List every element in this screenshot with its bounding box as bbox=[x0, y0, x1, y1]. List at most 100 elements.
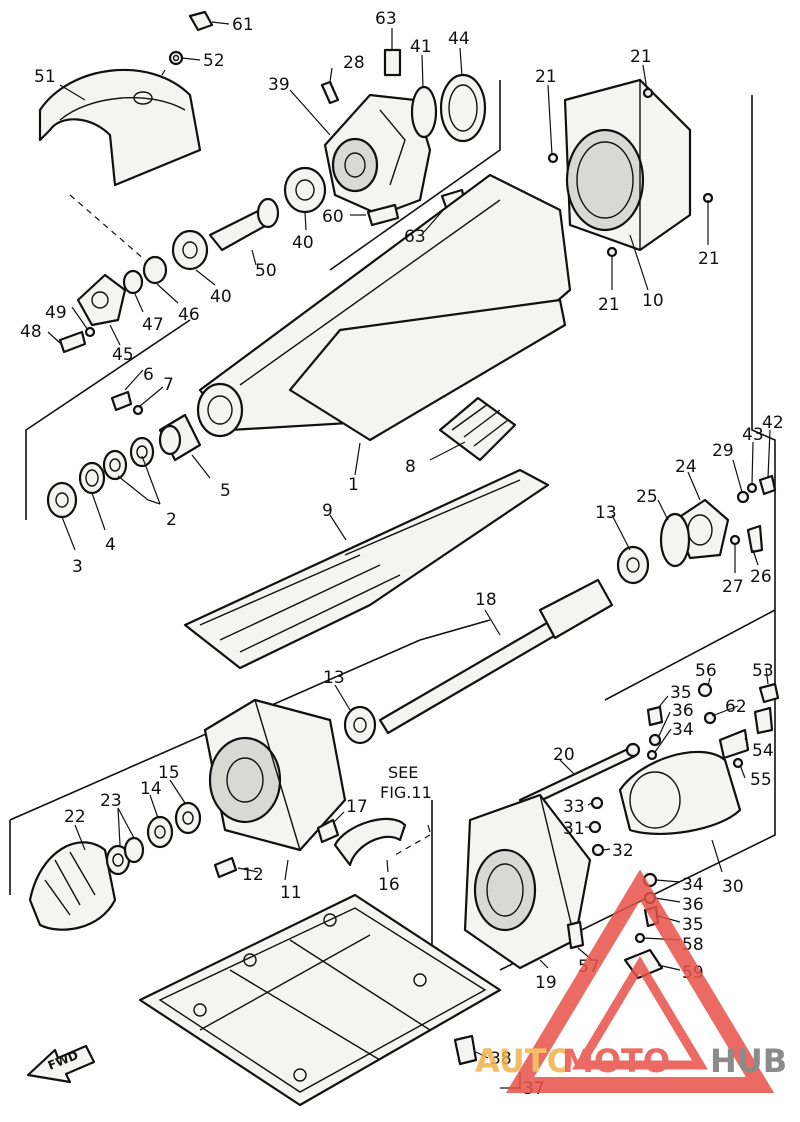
callout-7: 7 bbox=[163, 375, 174, 395]
callout-8: 8 bbox=[405, 457, 416, 477]
watermark-auto: AUTO bbox=[475, 1042, 574, 1080]
callout-labels: 61 52 51 63 28 41 44 39 21 21 60 63 40 5… bbox=[20, 9, 784, 1099]
part-4-ring bbox=[78, 461, 106, 495]
fwd-arrow: FWD bbox=[26, 1044, 96, 1084]
callout-39: 39 bbox=[268, 75, 290, 95]
part-63-clip-top bbox=[383, 48, 402, 77]
part-37-ride-plate bbox=[138, 893, 502, 1107]
nozzle-hardware bbox=[646, 682, 780, 769]
callout-45: 45 bbox=[112, 345, 134, 365]
part-47-ring bbox=[122, 269, 144, 295]
part-6-bolt bbox=[110, 390, 133, 412]
callout-54: 54 bbox=[752, 741, 774, 761]
part-29-washer bbox=[736, 490, 750, 504]
part-3-seal bbox=[46, 481, 78, 519]
callout-21-c: 21 bbox=[698, 249, 720, 269]
part-22-impeller bbox=[28, 841, 117, 931]
part-45-retainer bbox=[76, 273, 127, 327]
callout-53: 53 bbox=[752, 661, 774, 681]
part-60-bolt bbox=[366, 203, 400, 227]
callout-34-b: 34 bbox=[682, 875, 704, 895]
part-10-impeller-housing bbox=[563, 78, 692, 252]
callout-16: 16 bbox=[378, 875, 400, 895]
part-52-grommet bbox=[168, 50, 184, 66]
callout-49: 49 bbox=[45, 303, 67, 323]
leader-lines bbox=[47, 21, 771, 1089]
callout-21-a: 21 bbox=[535, 67, 557, 87]
part-17-clamp bbox=[316, 818, 340, 844]
callout-24: 24 bbox=[675, 457, 697, 477]
callout-40-a: 40 bbox=[292, 233, 314, 253]
callout-20: 20 bbox=[553, 745, 575, 765]
part-44-seal bbox=[439, 73, 487, 143]
see-figure-note: SEE FIG.11 bbox=[380, 763, 432, 802]
part-40-bearing-upper bbox=[283, 166, 327, 214]
part-25-oring bbox=[659, 512, 691, 568]
part-16-hose bbox=[333, 817, 407, 867]
callout-13-a: 13 bbox=[595, 503, 617, 523]
callout-43: 43 bbox=[742, 425, 764, 445]
callout-21-b: 21 bbox=[630, 47, 652, 67]
part-57-bolt bbox=[566, 920, 585, 950]
part-41-oring bbox=[410, 85, 438, 139]
callout-47: 47 bbox=[142, 315, 164, 335]
part-40-bearing-lower bbox=[171, 229, 209, 271]
callout-52: 52 bbox=[203, 51, 225, 71]
part-42-cap bbox=[758, 474, 777, 496]
callout-62: 62 bbox=[725, 697, 747, 717]
watermark-moto: MOTO bbox=[562, 1042, 670, 1080]
callout-6: 6 bbox=[143, 365, 154, 385]
callout-26: 26 bbox=[750, 567, 772, 587]
callout-35-b: 35 bbox=[682, 915, 704, 935]
callout-25: 25 bbox=[636, 487, 658, 507]
callout-3: 3 bbox=[72, 557, 83, 577]
callout-4: 4 bbox=[105, 535, 116, 555]
callout-14: 14 bbox=[140, 779, 162, 799]
part-39-bearing-housing bbox=[323, 93, 432, 217]
part-9-plate bbox=[183, 468, 550, 670]
callout-48: 48 bbox=[20, 322, 42, 342]
callout-40-b: 40 bbox=[210, 287, 232, 307]
callout-18: 18 bbox=[475, 590, 497, 610]
part-38-plug bbox=[453, 1034, 478, 1066]
part-5-sleeve bbox=[158, 413, 202, 462]
part-18-drive-shaft bbox=[378, 578, 614, 735]
callout-42: 42 bbox=[762, 413, 784, 433]
callout-60: 60 bbox=[322, 207, 344, 227]
automotohub-watermark: AUTO MOTO HUB bbox=[475, 869, 787, 1093]
part-2-bearings bbox=[102, 436, 155, 481]
part-8-grate bbox=[438, 396, 517, 462]
part-48-bolt bbox=[58, 330, 87, 354]
watermark-hub: HUB bbox=[710, 1042, 787, 1080]
callout-27: 27 bbox=[722, 577, 744, 597]
callout-61: 61 bbox=[232, 15, 254, 35]
callout-5: 5 bbox=[220, 481, 231, 501]
watermark-triangle-outer bbox=[505, 869, 775, 1093]
callout-2: 2 bbox=[166, 510, 177, 530]
callout-19: 19 bbox=[535, 973, 557, 993]
part-13-bearing-upper bbox=[616, 545, 650, 585]
callout-50: 50 bbox=[255, 261, 277, 281]
part-26-bolt bbox=[746, 524, 764, 554]
watermark-triangle-inner bbox=[572, 956, 708, 1070]
part-15-collar bbox=[174, 801, 202, 835]
callout-63: 63 bbox=[375, 9, 397, 29]
callout-63-b: 63 bbox=[404, 227, 426, 247]
callout-34-a: 34 bbox=[672, 720, 694, 740]
part-7-washer bbox=[132, 404, 144, 416]
part-27-washer bbox=[729, 534, 741, 546]
part-46-washer bbox=[142, 255, 168, 285]
callout-17: 17 bbox=[346, 797, 368, 817]
see-note-line1: SEE bbox=[388, 763, 418, 782]
callout-21-d: 21 bbox=[598, 295, 620, 315]
callout-41: 41 bbox=[410, 37, 432, 57]
callout-1: 1 bbox=[348, 475, 359, 495]
callout-38: 38 bbox=[490, 1049, 512, 1069]
callout-55: 55 bbox=[750, 770, 772, 790]
part-51-cover bbox=[38, 68, 202, 187]
callout-22: 22 bbox=[64, 807, 86, 827]
see-note-line2: FIG.11 bbox=[380, 783, 432, 802]
part-43-ring bbox=[746, 482, 758, 494]
part-61-plug bbox=[188, 10, 214, 32]
